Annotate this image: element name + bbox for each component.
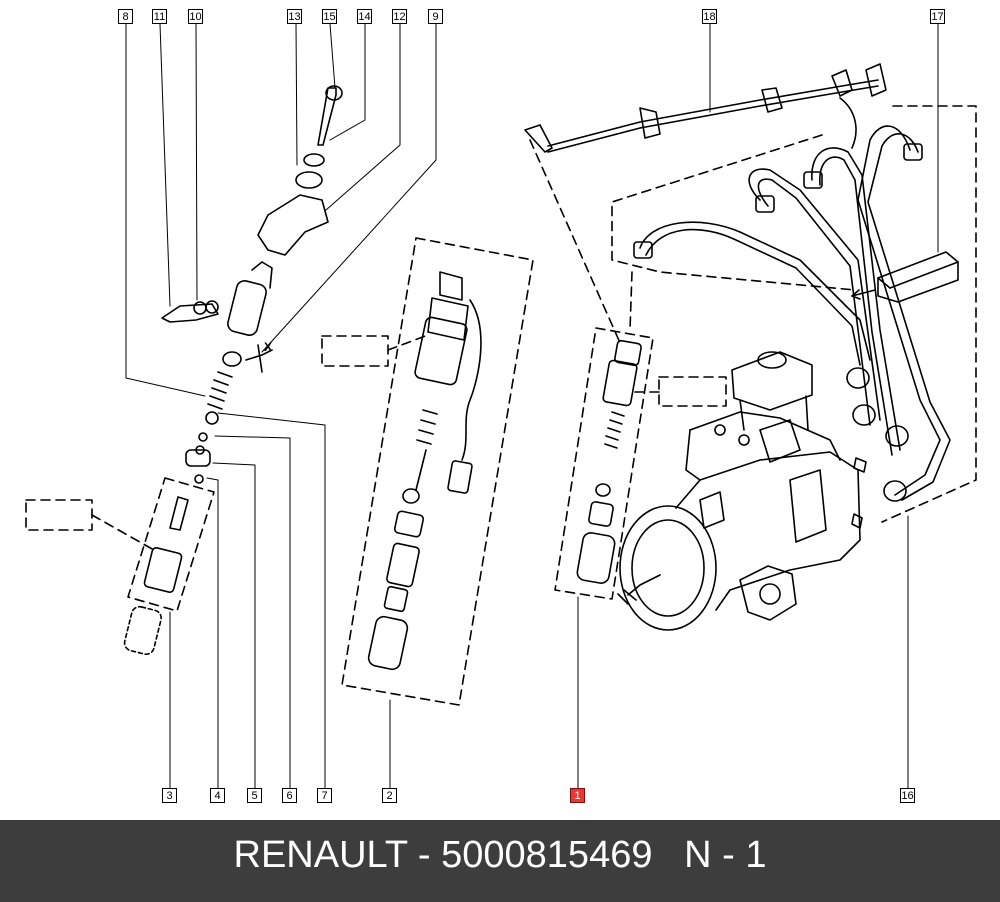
group-outlines	[25, 105, 977, 706]
callout-10[interactable]: 10	[188, 9, 203, 24]
callout-1-highlighted[interactable]: 1	[570, 788, 585, 803]
callout-9[interactable]: 9	[428, 9, 443, 24]
callout-4[interactable]: 4	[210, 788, 225, 803]
leak-off-rail	[524, 63, 887, 153]
injector-exploded-middle	[367, 271, 482, 671]
injector-exploded-left	[123, 85, 343, 656]
leader-lines	[125, 23, 939, 789]
callout-8[interactable]: 8	[118, 9, 133, 24]
injector-exploded-right	[576, 339, 642, 584]
pipe-bracket	[851, 251, 959, 303]
callout-16[interactable]: 16	[900, 788, 915, 803]
callout-14[interactable]: 14	[357, 9, 372, 24]
callout-13[interactable]: 13	[287, 9, 302, 24]
injection-pump	[617, 351, 867, 631]
callout-11[interactable]: 11	[152, 9, 167, 24]
callout-7[interactable]: 7	[317, 788, 332, 803]
callout-6[interactable]: 6	[282, 788, 297, 803]
parts-drawing	[25, 23, 977, 789]
callout-5[interactable]: 5	[247, 788, 262, 803]
callout-3[interactable]: 3	[162, 788, 177, 803]
callout-15[interactable]: 15	[322, 9, 337, 24]
callout-12[interactable]: 12	[392, 9, 407, 24]
callout-2[interactable]: 2	[382, 788, 397, 803]
high-pressure-pipes	[633, 125, 951, 502]
callout-18[interactable]: 18	[702, 9, 717, 24]
footer-part-number: RENAULT - 5000815469 N - 1	[0, 820, 1000, 902]
dimension-x-label: X	[264, 340, 273, 354]
callout-17[interactable]: 17	[930, 9, 945, 24]
